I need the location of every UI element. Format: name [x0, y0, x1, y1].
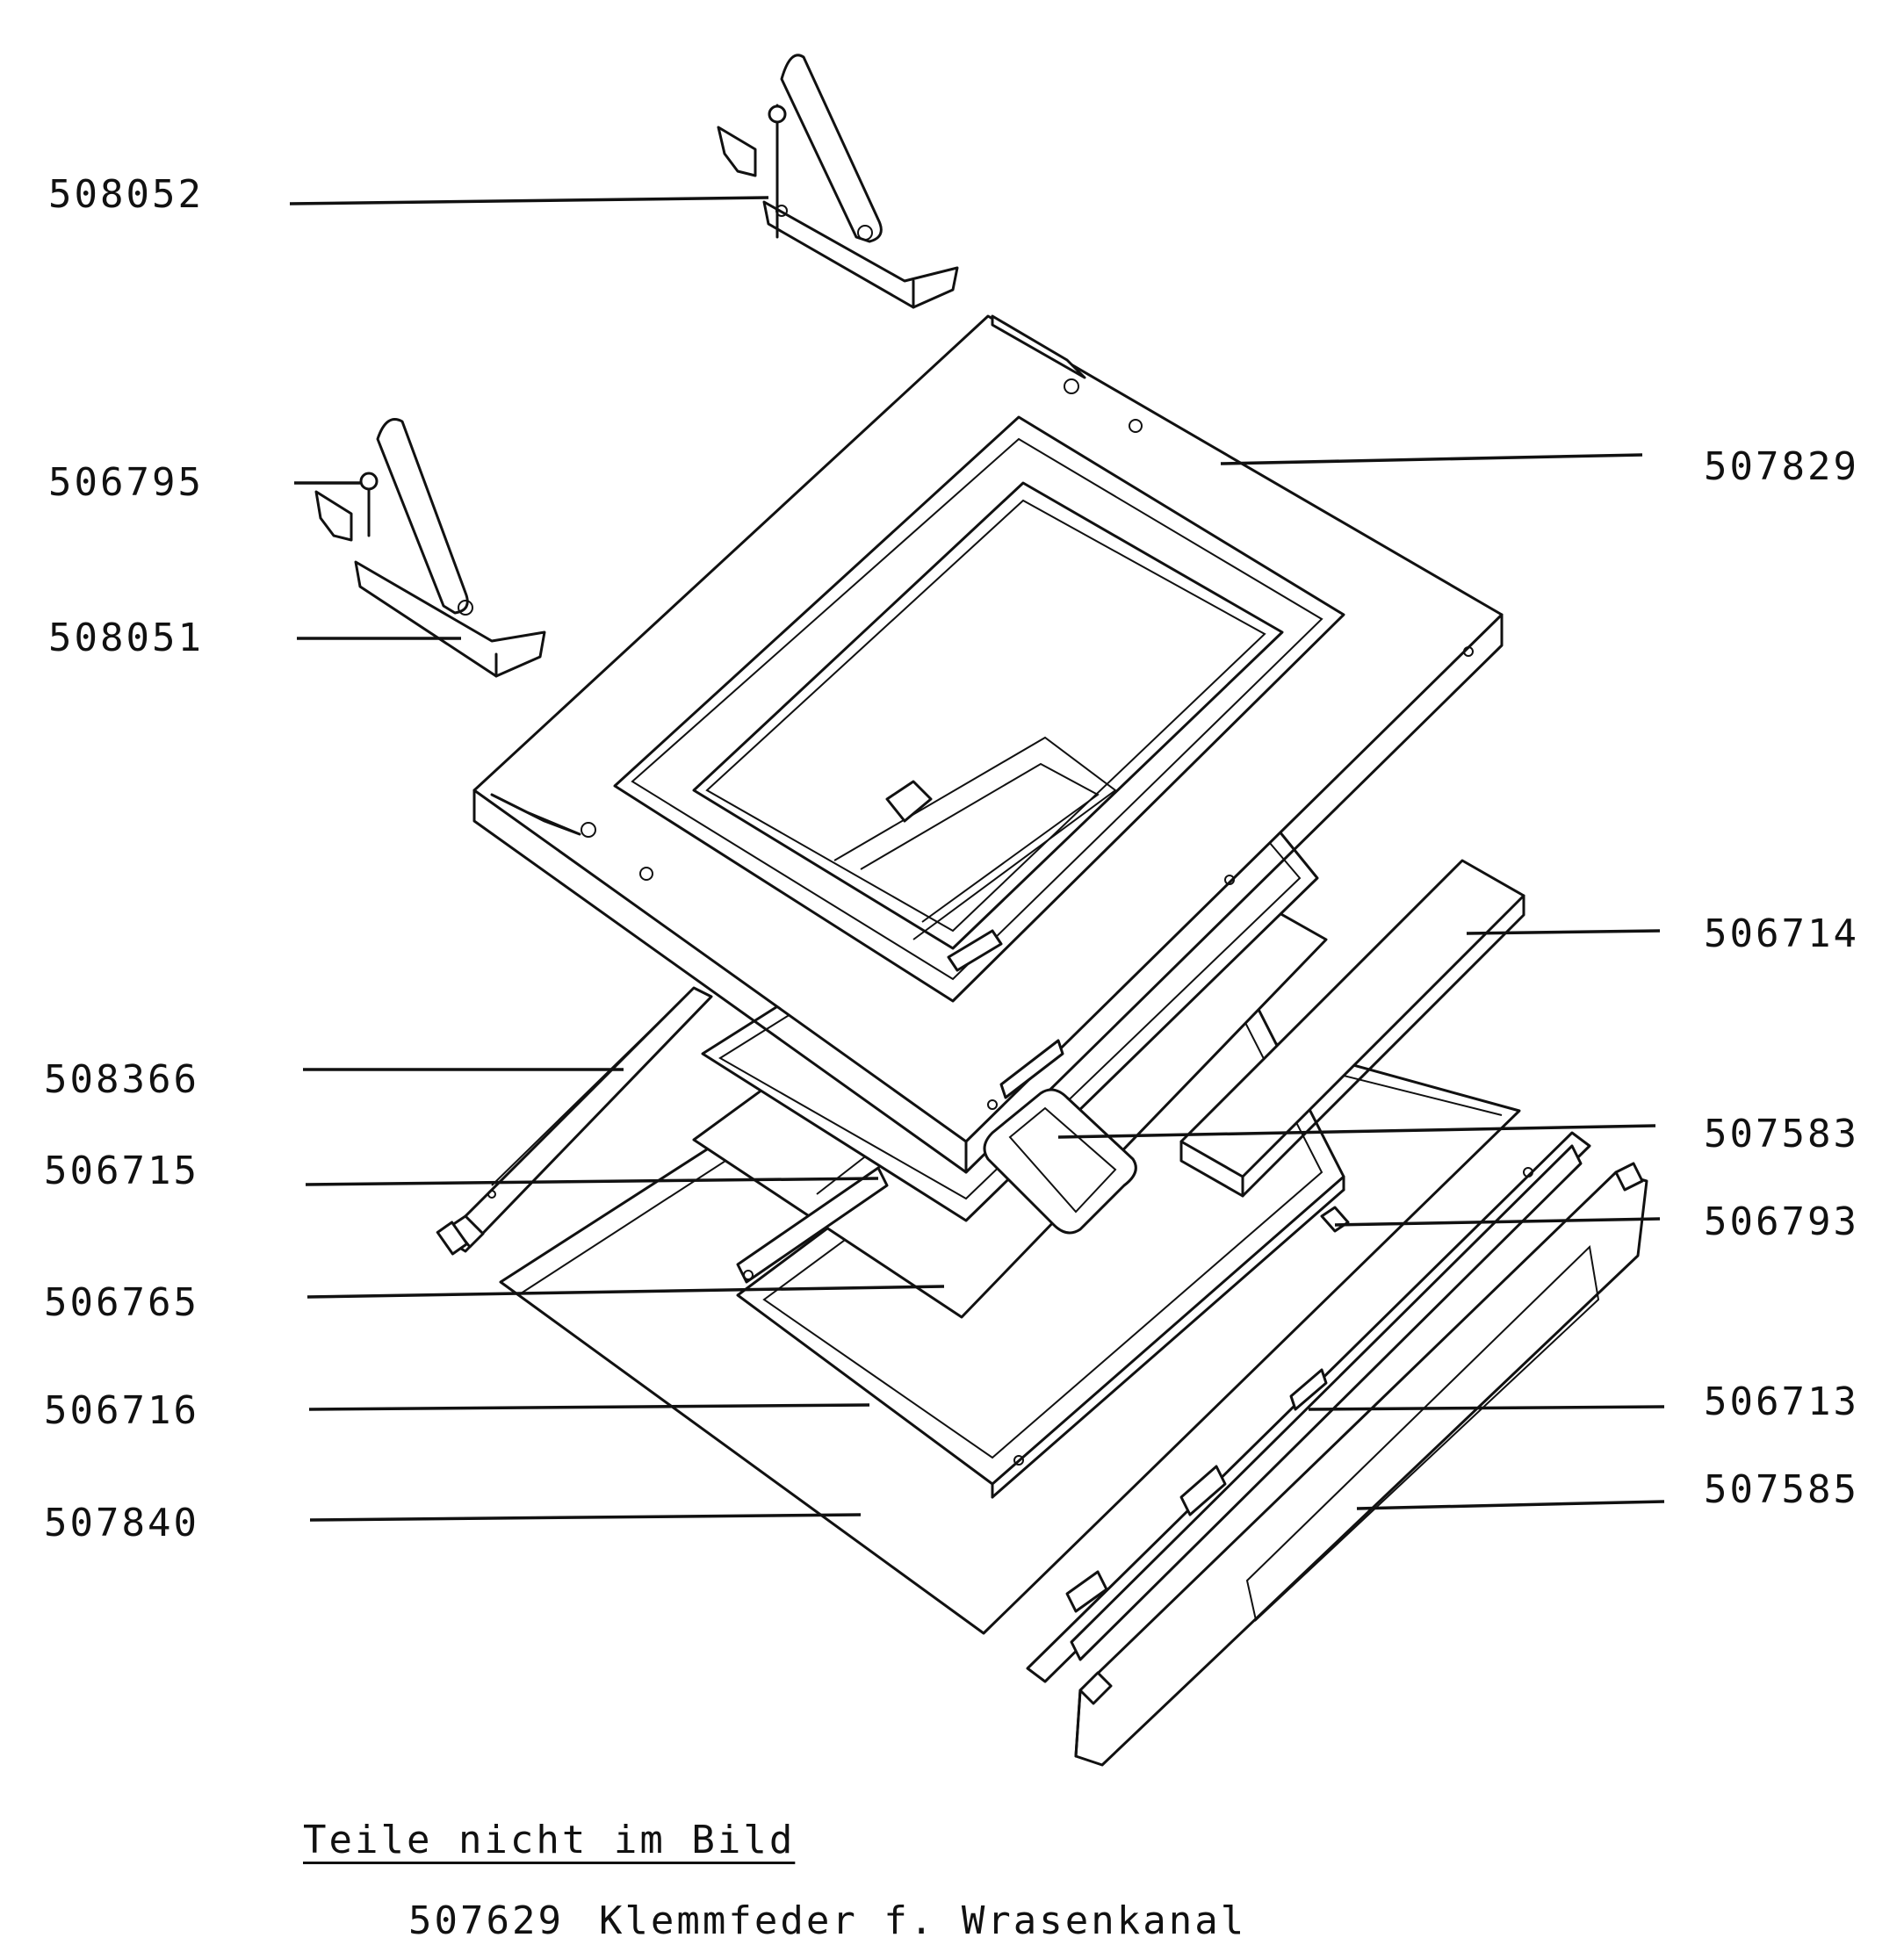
hinge-upper: [717, 54, 959, 309]
leader-506793: [1334, 1217, 1661, 1227]
part-label-506793: 506793: [1704, 1199, 1859, 1244]
part-label-507840: 507840: [44, 1501, 199, 1545]
leader-lines: [289, 196, 1665, 1522]
leader-507585: [1356, 1500, 1665, 1510]
footnote-title: Teile nicht im Bild: [303, 1818, 796, 1862]
part-label-508052: 508052: [48, 172, 204, 217]
vent-channel: [983, 1088, 1137, 1235]
leader-506716: [308, 1403, 870, 1411]
part-label-507829: 507829: [1704, 444, 1859, 489]
footnote-item-number: 507629: [408, 1898, 564, 1943]
part-label-506714: 506714: [1704, 911, 1859, 956]
part-label-506713: 506713: [1704, 1379, 1859, 1424]
part-label-507583: 507583: [1704, 1112, 1859, 1156]
top-strip: [1179, 859, 1525, 1198]
leader-507840: [309, 1513, 862, 1522]
door-handle: [1074, 1162, 1648, 1767]
part-label-506716: 506716: [44, 1388, 199, 1433]
hinge-lower: [314, 418, 546, 678]
part-label-508366: 508366: [44, 1057, 199, 1102]
side-strip-left: [436, 986, 713, 1256]
leader-506765: [307, 1285, 945, 1299]
footnote-item: 507629 Klemmfeder f. Wrasenkanal: [408, 1898, 1246, 1943]
part-label-506765: 506765: [44, 1280, 199, 1325]
main-door-frame: [472, 314, 1504, 1174]
leader-506713: [1308, 1405, 1665, 1411]
leader-507829: [1220, 453, 1643, 465]
leader-508052: [289, 196, 769, 205]
leader-507583: [1057, 1124, 1656, 1139]
part-label-507585: 507585: [1704, 1467, 1859, 1512]
footnote-item-description: Klemmfeder f. Wrasenkanal: [598, 1898, 1247, 1943]
part-label-506715: 506715: [44, 1149, 199, 1193]
leader-506715: [305, 1177, 879, 1186]
leader-506714: [1466, 929, 1661, 935]
part-label-506795: 506795: [48, 460, 204, 505]
part-label-508051: 508051: [48, 616, 204, 660]
handle-rail: [1026, 1131, 1591, 1683]
